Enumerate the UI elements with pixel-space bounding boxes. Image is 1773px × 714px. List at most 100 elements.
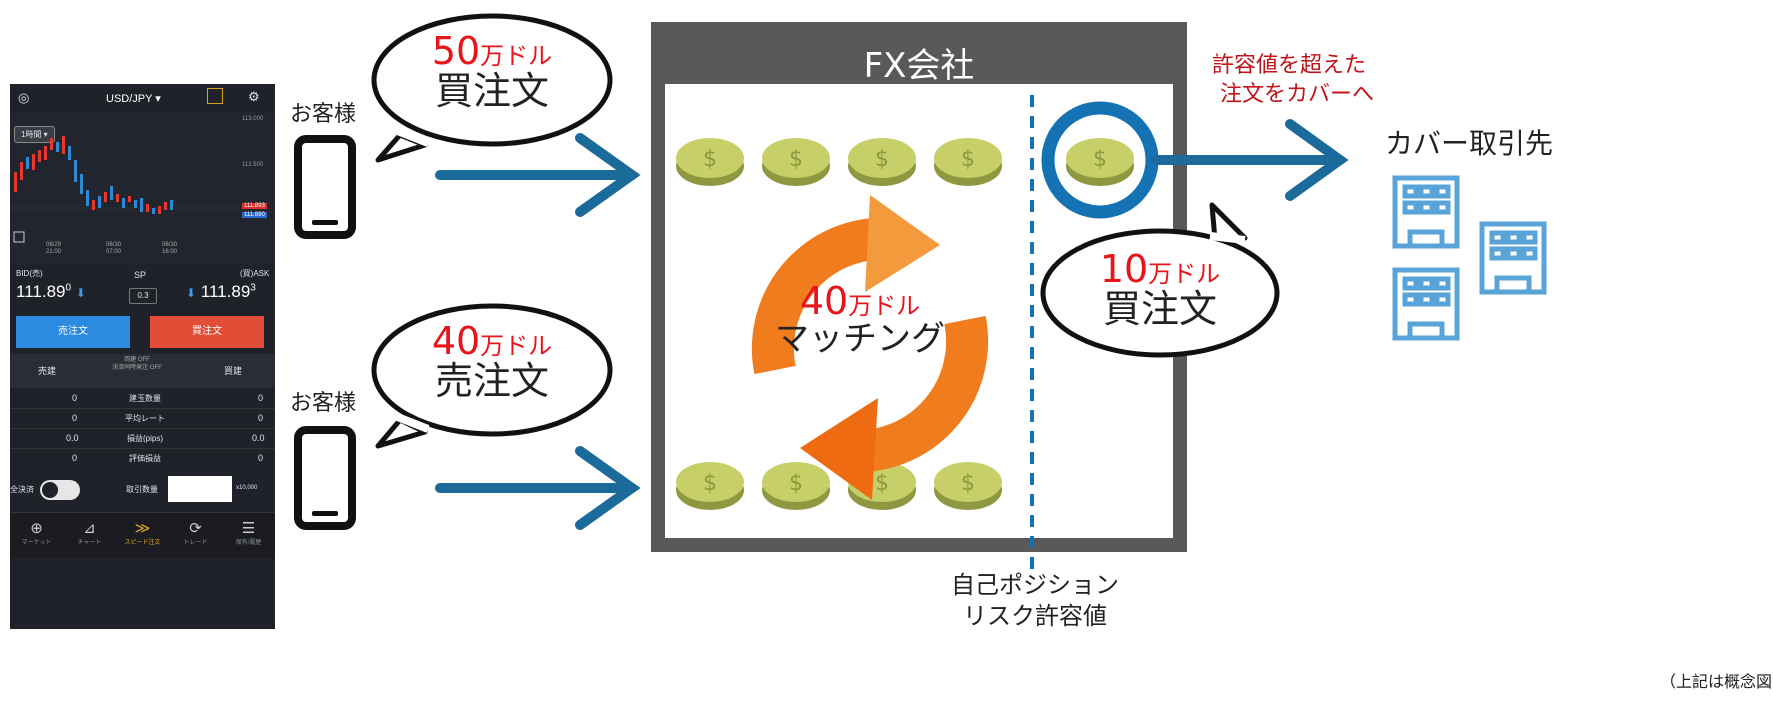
- speech-bubble-buy-50: [371, 13, 613, 163]
- svg-text:$: $: [789, 147, 803, 172]
- svg-text:$: $: [703, 471, 717, 496]
- svg-text:$: $: [1093, 147, 1107, 172]
- tab-market[interactable]: ⊕ マーケット: [10, 519, 63, 546]
- price-tick-ask: 111.893: [242, 203, 267, 209]
- order-type: 買注文: [434, 68, 549, 113]
- building-icon: [1392, 267, 1460, 341]
- down-arrow-icon: ⬇: [75, 286, 86, 300]
- risk-limit-line1: 自己ポジション: [951, 571, 1119, 599]
- order-amount: 10: [1099, 247, 1149, 291]
- order-unit: 万ドル: [480, 42, 553, 70]
- matching-label: マッチング: [775, 318, 945, 359]
- coin-row-top: $ $ $ $: [676, 138, 1002, 186]
- cover-coin: $: [1066, 138, 1134, 186]
- chart-type-icon[interactable]: [207, 88, 223, 104]
- stat-label: 平均レート: [125, 414, 165, 423]
- market-icon: ⊕: [30, 520, 43, 537]
- bubble-bottom-text: 40万ドル 売注文: [384, 321, 600, 403]
- coin: $: [848, 138, 916, 186]
- tab-label: 保有/履歴: [235, 540, 262, 546]
- cover-destination-label: カバー取引先: [1385, 127, 1554, 160]
- matching-amount: 40: [799, 279, 849, 323]
- sell-order-button[interactable]: 売注文: [16, 316, 130, 348]
- stat-sell-value: 0.0: [66, 433, 79, 443]
- price-panel: BID(売) SP (買)ASK 111.890 ⬇ 0.3 ⬇ 111.893…: [10, 264, 275, 354]
- speed-order-icon: ≫: [134, 520, 151, 537]
- risk-limit-label: 自己ポジション リスク許容値: [940, 570, 1130, 632]
- coin: $: [934, 462, 1002, 510]
- chart-icon: ⊿: [83, 520, 96, 537]
- currency-pair-selector[interactable]: USD/JPY ▾: [106, 93, 161, 105]
- stat-row: 0 平均レート 0: [10, 408, 275, 429]
- svg-text:$: $: [703, 147, 717, 172]
- quantity-input[interactable]: [168, 476, 232, 502]
- settings-icon[interactable]: ⚙: [248, 89, 260, 104]
- order-arrow-top: [435, 133, 641, 217]
- price-tick: 112.500: [242, 162, 264, 168]
- quantity-label: 取引数量: [126, 485, 158, 494]
- stat-label: 評価損益: [129, 454, 161, 463]
- bid-price: 111.890 ⬇: [16, 282, 86, 301]
- price-chart[interactable]: 1時間 ▾ 113.000 112.500 111.893 111.890: [10, 112, 275, 264]
- ask-price: ⬇ 111.893: [186, 282, 256, 301]
- trade-icon: ⟳: [189, 520, 202, 537]
- svg-text:$: $: [961, 147, 975, 172]
- coin: $: [762, 138, 830, 186]
- stat-buy-value: 0: [258, 413, 264, 423]
- close-all-label: 全決済: [10, 485, 34, 494]
- tab-speed-order[interactable]: ≫ スピード注文: [116, 519, 169, 546]
- bubble-top-text: 50万ドル 買注文: [384, 29, 600, 113]
- close-all-toggle[interactable]: [40, 480, 80, 500]
- stat-buy-value: 0: [258, 393, 264, 403]
- tab-label: マーケット: [21, 540, 52, 546]
- footnote: （上記は概念図: [1660, 672, 1773, 691]
- svg-text:$: $: [875, 147, 889, 172]
- candlestick-plot: [10, 136, 240, 243]
- spread-value: 0.3: [129, 288, 157, 304]
- bid-label: BID(売): [16, 269, 43, 278]
- order-unit: 万ドル: [1148, 260, 1221, 288]
- tab-history[interactable]: ☰ 保有/履歴: [222, 519, 275, 546]
- buy-order-button[interactable]: 買注文: [150, 316, 264, 348]
- tab-chart[interactable]: ⊿ チャート: [63, 519, 116, 546]
- tab-trade[interactable]: ⟳ トレード: [169, 519, 222, 546]
- stat-sell-value: 0: [72, 453, 78, 463]
- timeframe-selector[interactable]: 1時間 ▾: [14, 126, 55, 143]
- customer-label-top: お客様: [290, 102, 357, 127]
- order-amount: 50: [431, 29, 481, 73]
- quantity-unit: x10,000: [236, 485, 258, 491]
- svg-text:$: $: [961, 471, 975, 496]
- stat-label: 損益(pips): [126, 434, 163, 443]
- building-icon: [1479, 221, 1547, 295]
- down-arrow-icon: ⬇: [186, 286, 197, 300]
- candles: [14, 136, 173, 214]
- coin: $: [676, 138, 744, 186]
- stat-buy-value: 0.0: [252, 433, 265, 443]
- order-arrow-bottom: [435, 446, 641, 530]
- price-tick-bid: 111.890: [242, 212, 267, 218]
- cover-note: 許容値を超えた 注文をカバーへ: [1212, 52, 1374, 109]
- smartphone-icon: [294, 135, 356, 239]
- smartphone-icon: [294, 426, 356, 530]
- stat-label: 建玉数量: [129, 394, 161, 403]
- order-type: 売注文: [434, 358, 549, 403]
- svg-text:$: $: [875, 471, 889, 496]
- fx-company-title: FX会社: [863, 46, 975, 86]
- building-icon: [1392, 175, 1460, 249]
- spread-label: SP: [134, 270, 147, 280]
- coin: $: [934, 138, 1002, 186]
- order-type: 買注文: [1102, 286, 1217, 331]
- account-icon[interactable]: ◎: [18, 90, 30, 105]
- order-unit: 万ドル: [480, 332, 553, 360]
- coin: $: [676, 462, 744, 510]
- stat-row: 0 評価損益 0: [10, 448, 275, 468]
- speech-bubble-sell-40: [371, 303, 613, 449]
- bubble-right-text: 10万ドル 買注文: [1052, 247, 1268, 331]
- cover-note-line: 許容値を超えた: [1212, 53, 1367, 78]
- cover-note-line: 注文をカバーへ: [1220, 81, 1375, 107]
